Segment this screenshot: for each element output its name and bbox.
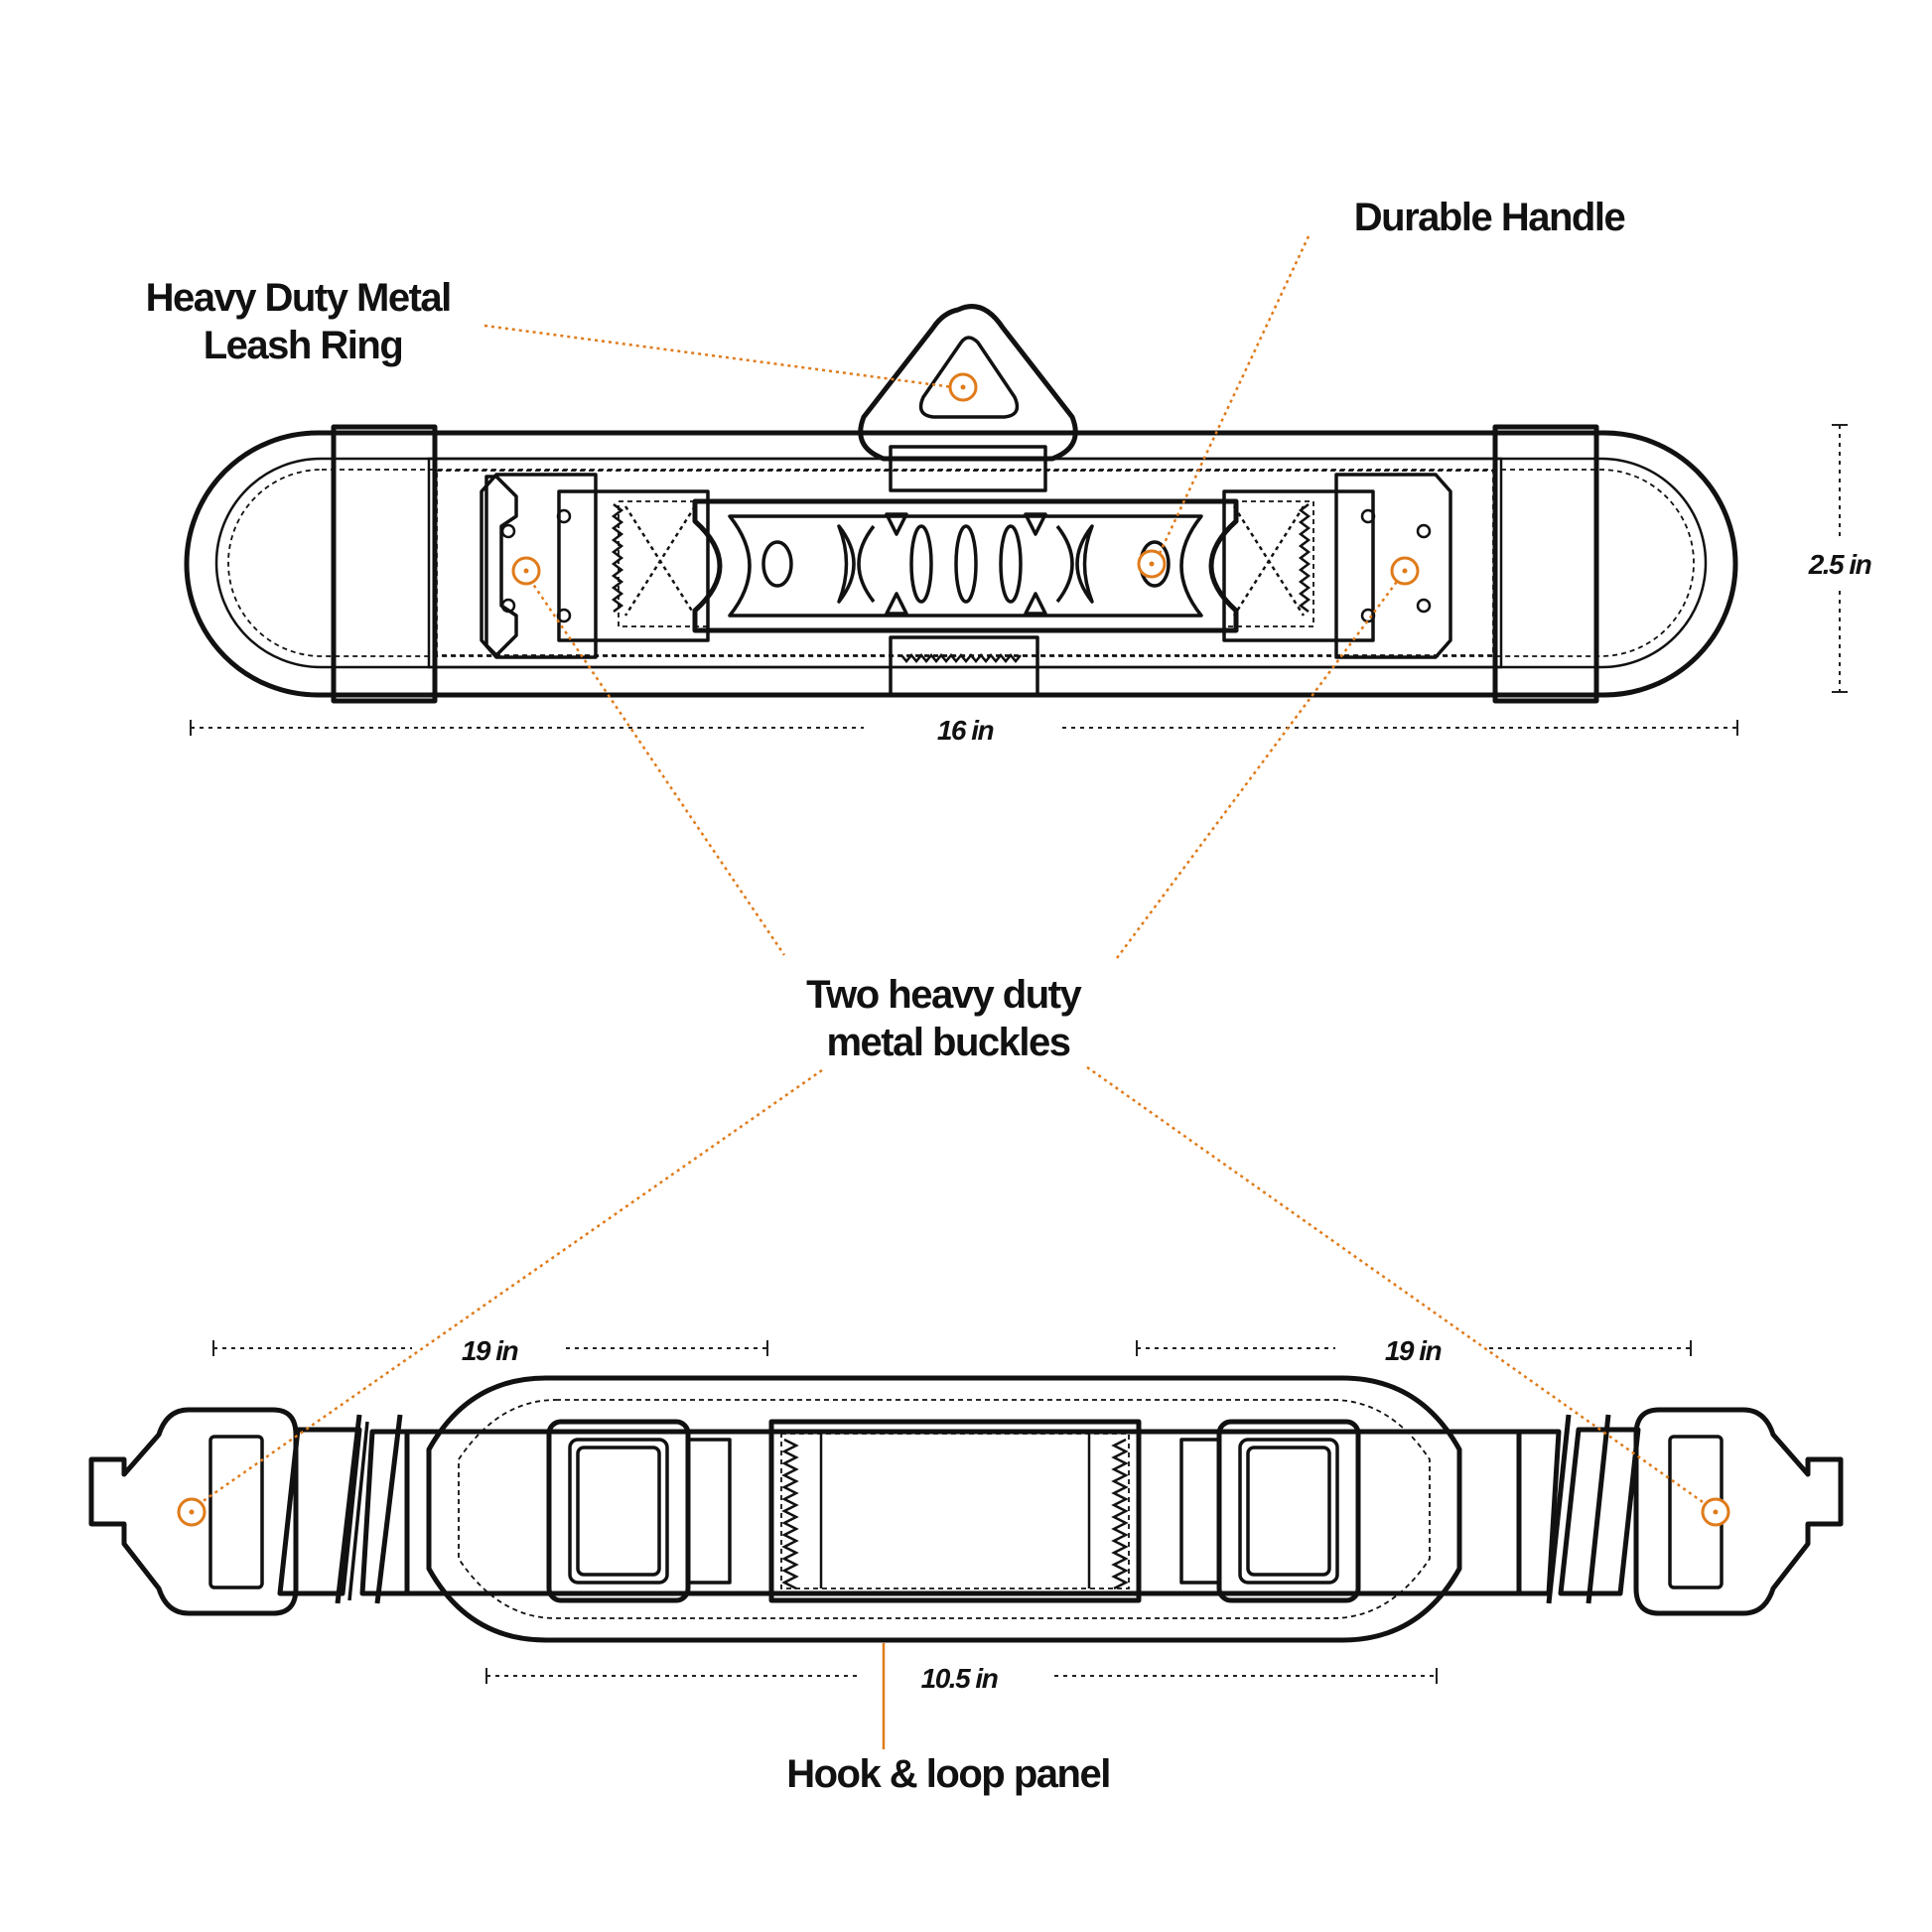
right-slider-buckle-icon [1179,1419,1361,1603]
top-length-label: 16 in [937,715,994,746]
top-harness-view [184,304,1738,704]
leash-ring-icon [858,304,1078,492]
callout-labels: Heavy Duty Metal Leash Ring Durable Hand… [146,196,1626,1796]
buckles-label: Two heavy duty metal buckles [806,973,1090,1064]
pad-length-label: 10.5 in [921,1663,998,1694]
top-dimensions: 16 in 2.5 in [190,424,1872,746]
right-clip-icon [1633,1407,1844,1616]
right-buckle-icon [1222,473,1452,659]
strap-left-label: 19 in [462,1335,518,1366]
left-slider-buckle-icon [546,1419,732,1603]
leash-ring-label: Heavy Duty Metal Leash Ring [146,276,461,367]
handle-label: Durable Handle [1354,196,1625,239]
callout-leaders [177,235,1730,1749]
panel-label: Hook & loop panel [786,1752,1110,1796]
strap-right-label: 19 in [1385,1335,1442,1366]
handle-icon [692,498,1239,633]
bottom-dimensions: 19 in 19 in 10.5 in [212,1335,1692,1694]
bottom-strap-view [88,1375,1844,1643]
hook-loop-panel-icon [768,1419,1142,1603]
left-buckle-icon [480,473,710,659]
top-height-label: 2.5 in [1808,549,1871,580]
left-clip-icon [88,1407,299,1616]
